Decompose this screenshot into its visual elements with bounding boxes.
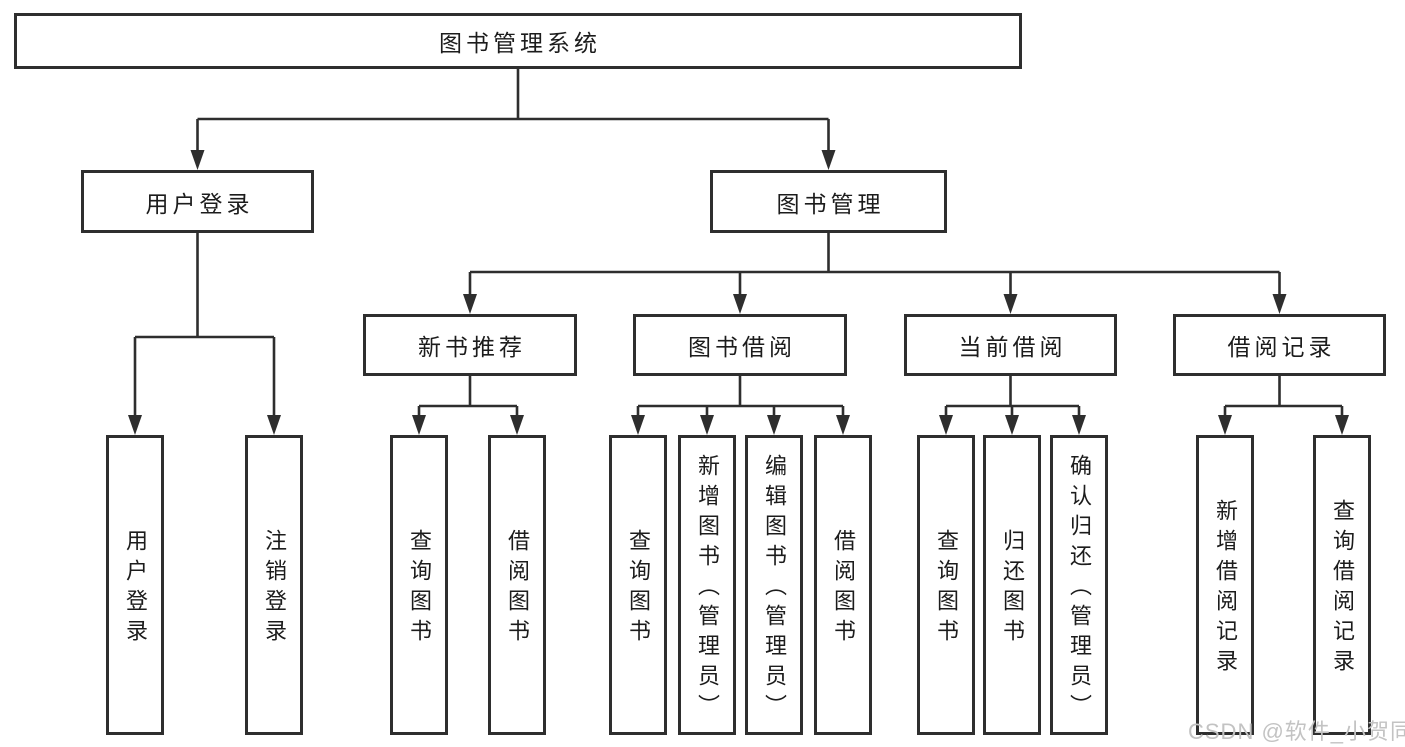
node-label: 借阅图书 xyxy=(831,529,856,649)
node-label: 图书管理 xyxy=(776,190,885,217)
leaf-user-login: 用户登录 xyxy=(106,435,164,735)
leaf-add-borrow-record: 新增借阅记录 xyxy=(1196,435,1254,735)
node-label: 注销登录 xyxy=(262,529,287,649)
leaf-add-book-admin: 新增图书（管理员） xyxy=(678,435,736,735)
node-label: 查询借阅记录 xyxy=(1330,499,1355,679)
leaf-query-books-recommendation: 查询图书 xyxy=(390,435,448,735)
node-current-borrowing: 当前借阅 xyxy=(904,314,1117,376)
node-label: 查询图书 xyxy=(626,529,651,649)
node-label: 借阅记录 xyxy=(1227,334,1336,360)
leaf-logout: 注销登录 xyxy=(245,435,303,735)
node-label: 新增借阅记录 xyxy=(1213,499,1238,679)
node-book-borrowing: 图书借阅 xyxy=(633,314,847,376)
node-borrowing-records: 借阅记录 xyxy=(1173,314,1386,376)
node-label: 编辑图书（管理员） xyxy=(762,454,787,724)
leaf-borrow-books-borrowing: 借阅图书 xyxy=(814,435,872,735)
node-new-book-recommendation: 新书推荐 xyxy=(363,314,577,376)
node-label: 新书推荐 xyxy=(418,334,526,360)
node-label: 借阅图书 xyxy=(505,529,530,649)
node-label: 当前借阅 xyxy=(958,334,1067,360)
leaf-edit-book-admin: 编辑图书（管理员） xyxy=(745,435,803,735)
node-book-management-system: 图书管理系统 xyxy=(14,13,1022,69)
node-label: 图书管理系统 xyxy=(439,30,601,56)
node-label: 确认归还（管理员） xyxy=(1067,454,1092,724)
leaf-query-borrow-record: 查询借阅记录 xyxy=(1313,435,1371,735)
leaf-query-books-borrowing: 查询图书 xyxy=(609,435,667,735)
node-label: 用户登录 xyxy=(145,190,254,217)
node-label: 查询图书 xyxy=(407,529,432,649)
node-label: 图书借阅 xyxy=(688,334,796,360)
node-label: 用户登录 xyxy=(123,529,148,649)
node-label: 查询图书 xyxy=(934,529,959,649)
leaf-confirm-return-admin: 确认归还（管理员） xyxy=(1050,435,1108,735)
watermark: CSDN @软件_小贺同学 xyxy=(1188,719,1405,744)
node-user-login: 用户登录 xyxy=(81,170,314,233)
leaf-borrow-books-recommendation: 借阅图书 xyxy=(488,435,546,735)
leaf-return-books: 归还图书 xyxy=(983,435,1041,735)
node-book-management: 图书管理 xyxy=(710,170,947,233)
leaf-query-books-current: 查询图书 xyxy=(917,435,975,735)
node-label: 新增图书（管理员） xyxy=(695,454,720,724)
node-label: 归还图书 xyxy=(1000,529,1025,649)
